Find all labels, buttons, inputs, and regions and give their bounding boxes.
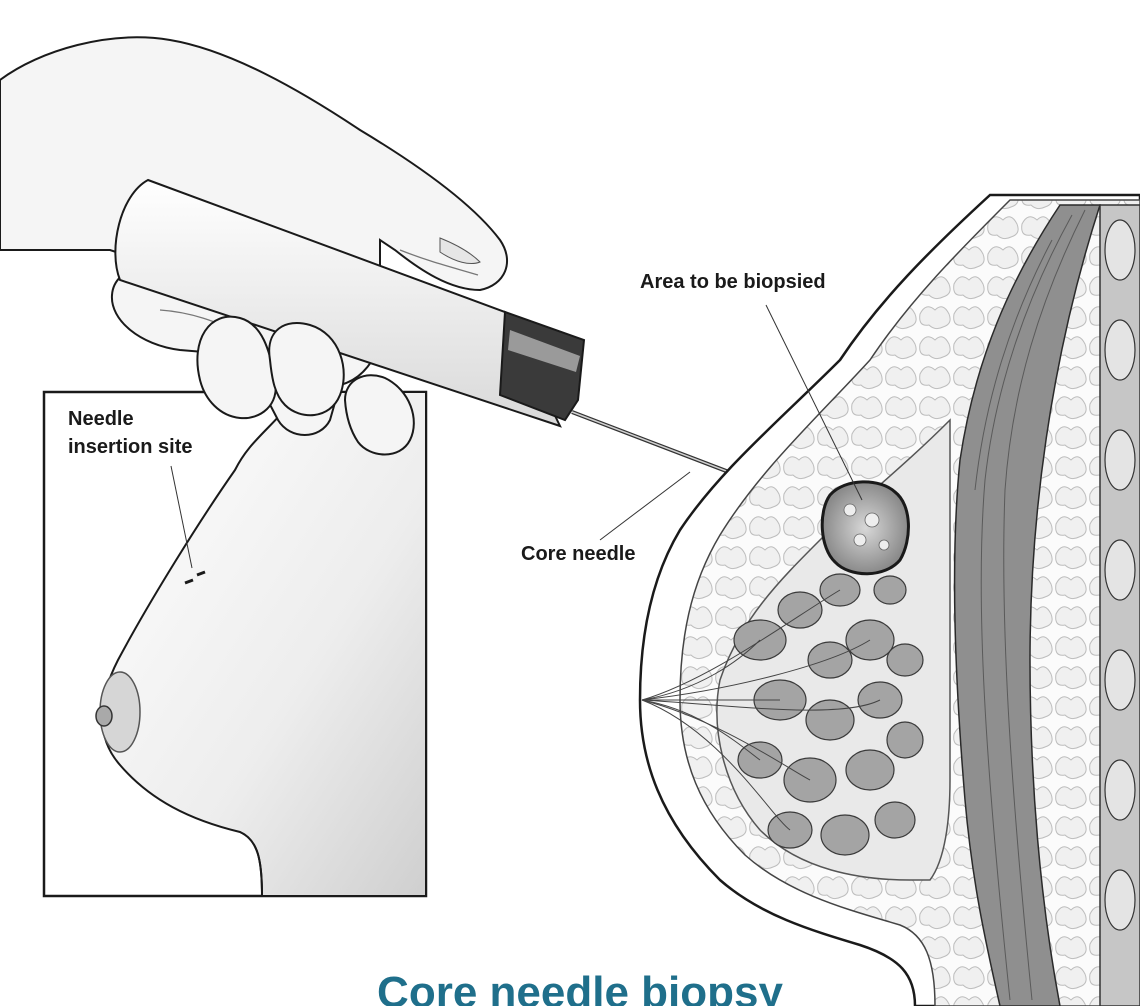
needle-insertion-site-line1: Needle xyxy=(68,405,192,433)
needle-insertion-site-label: Needle insertion site xyxy=(68,405,192,461)
external-breast-inset xyxy=(44,392,426,896)
core-needle-leader xyxy=(600,472,690,540)
nipple xyxy=(96,706,112,726)
area-to-be-biopsied-label: Area to be biopsied xyxy=(640,268,826,296)
figure-caption: Core needle biopsy xyxy=(300,968,860,1006)
needle-insertion-site-line2: insertion site xyxy=(68,433,192,461)
core-needle-label: Core needle xyxy=(521,540,635,568)
breast-cross-section xyxy=(600,195,1140,1006)
lesion xyxy=(822,482,908,574)
